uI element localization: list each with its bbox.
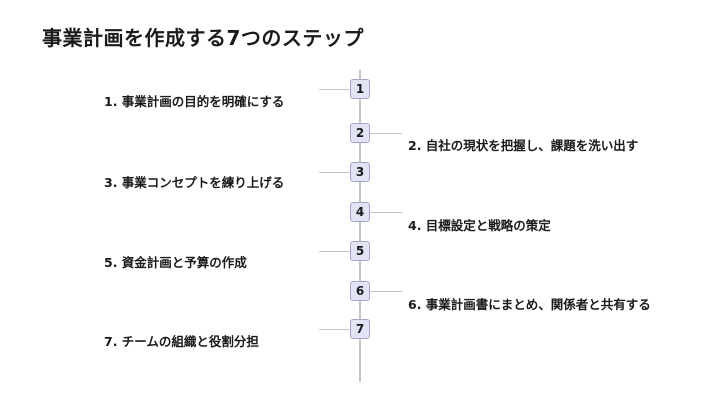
step-node-5: 5 bbox=[350, 241, 370, 261]
step-node-6: 6 bbox=[350, 281, 370, 301]
step-label-7: 7. チームの組織と役割分担 bbox=[104, 334, 259, 349]
connector-6 bbox=[370, 291, 402, 292]
step-node-2: 2 bbox=[350, 123, 370, 143]
step-node-4: 4 bbox=[350, 202, 370, 222]
page-title: 事業計画を作成する7つのステップ bbox=[42, 26, 364, 50]
connector-4 bbox=[370, 212, 402, 213]
step-node-7: 7 bbox=[350, 319, 370, 339]
step-label-1: 1. 事業計画の目的を明確にする bbox=[104, 94, 285, 109]
step-label-5: 5. 資金計画と予算の作成 bbox=[104, 255, 247, 270]
step-label-4: 4. 目標設定と戦略の策定 bbox=[408, 218, 551, 233]
connector-5 bbox=[319, 251, 350, 252]
connector-2 bbox=[370, 133, 402, 134]
step-node-3: 3 bbox=[350, 162, 370, 182]
connector-7 bbox=[319, 329, 350, 330]
step-label-2: 2. 自社の現状を把握し、課題を洗い出す bbox=[408, 138, 639, 153]
step-label-3: 3. 事業コンセプトを練り上げる bbox=[104, 175, 285, 190]
timeline-axis bbox=[359, 70, 361, 382]
connector-1 bbox=[319, 89, 350, 90]
step-node-1: 1 bbox=[350, 79, 370, 99]
connector-3 bbox=[319, 172, 350, 173]
step-label-6: 6. 事業計画書にまとめ、関係者と共有する bbox=[408, 297, 651, 312]
